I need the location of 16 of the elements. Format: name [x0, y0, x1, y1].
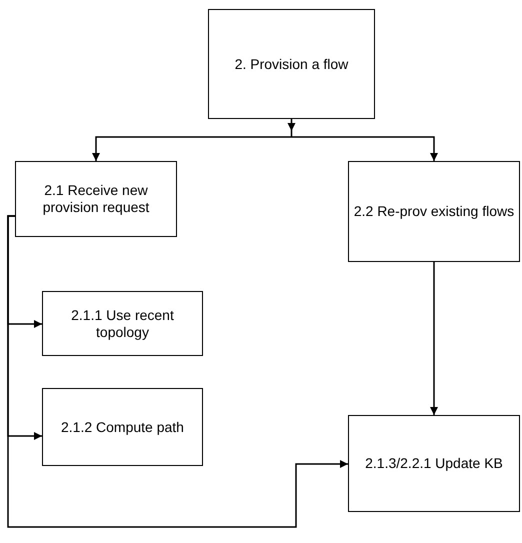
- process-box: [348, 161, 520, 262]
- arrow: [92, 136, 292, 161]
- process-box: [348, 415, 520, 512]
- arrow: [292, 136, 438, 161]
- box-label: 2. Provision a flow: [234, 56, 350, 72]
- box-label: 2.1.2 Compute path: [60, 418, 185, 436]
- process-box: [42, 388, 203, 466]
- process-box: [15, 161, 177, 237]
- box-label: 2.2 Re-prov existing flows: [352, 203, 516, 220]
- box-label: 2.1.3/2.2.1 Update KB: [364, 455, 504, 472]
- arrow: [430, 262, 438, 415]
- box-label: 2.1.1 Use recent topology: [70, 306, 175, 340]
- box-label: 2.1 Receive new provision request: [42, 182, 150, 216]
- arrow: [7, 215, 348, 528]
- process-box: [42, 291, 203, 356]
- process-box: [208, 9, 375, 119]
